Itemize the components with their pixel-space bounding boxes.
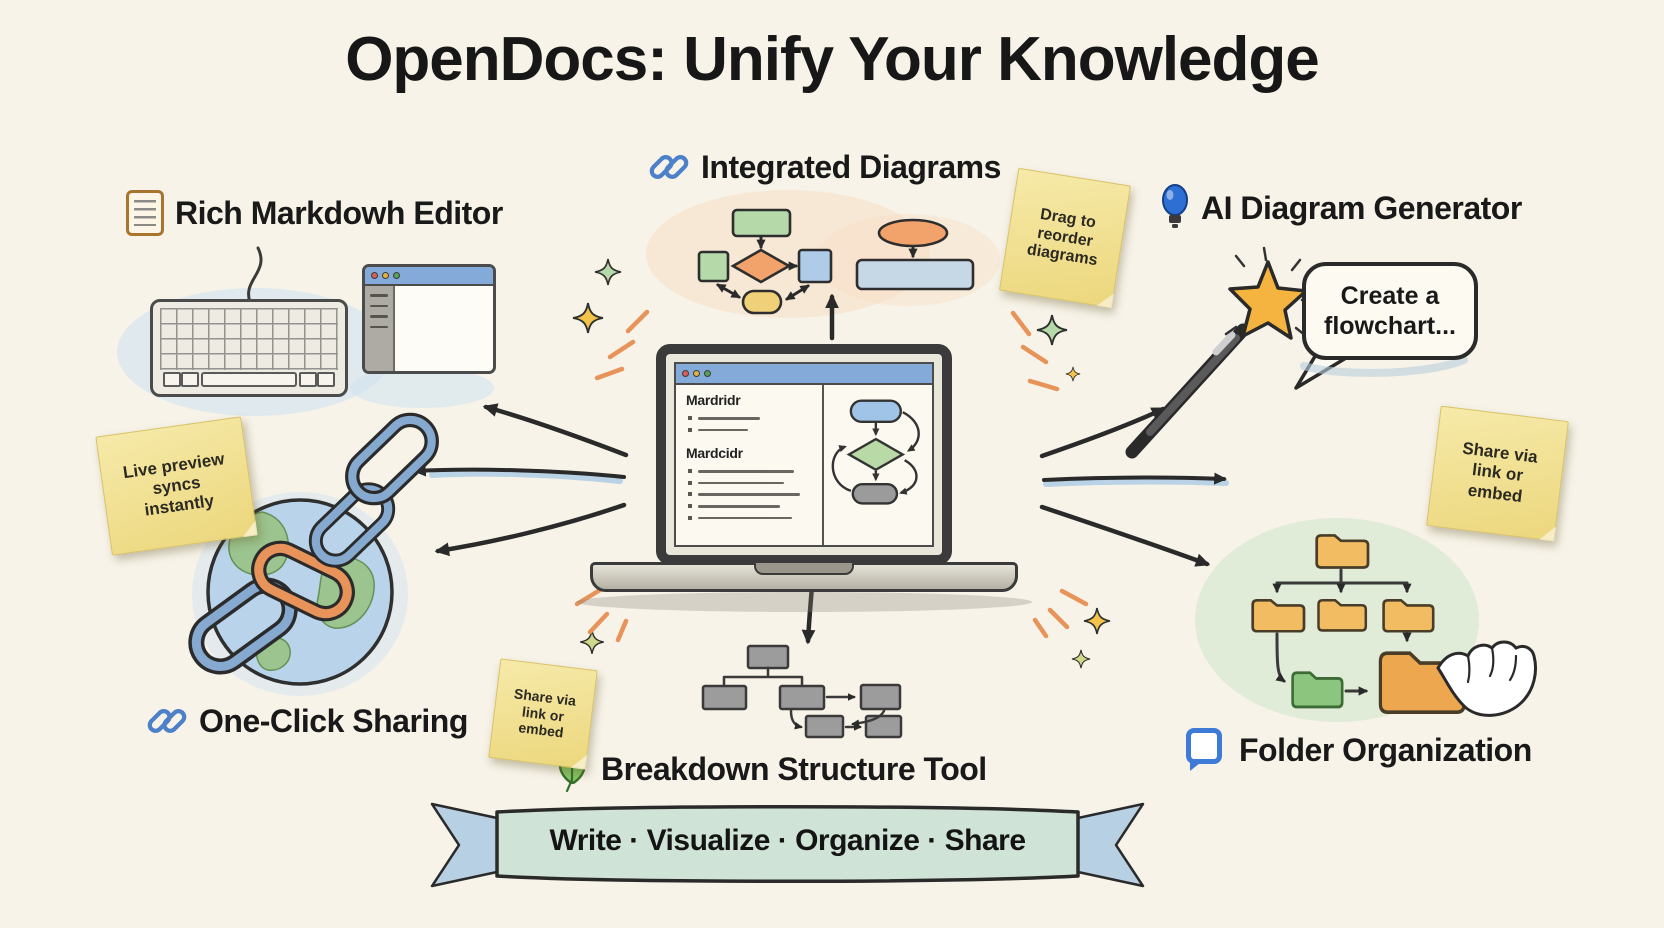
comment-square-tail xyxy=(1190,763,1200,771)
keyboard-cable xyxy=(247,246,263,304)
ribbon-banner xyxy=(430,802,1145,888)
sticky-note-share-left: Share via link or embed xyxy=(488,658,598,770)
markdown-heading: Mardcidr xyxy=(686,445,743,462)
keyboard-key xyxy=(299,372,317,387)
markdown-line xyxy=(688,469,794,473)
laptop-notch xyxy=(754,563,854,575)
sticky-note-share-right: Share via link or embed xyxy=(1426,405,1569,542)
laptop-shadow xyxy=(576,592,1032,612)
traffic-light-red-icon xyxy=(682,370,689,377)
feature-text: Breakdown Structure Tool xyxy=(601,750,987,787)
globe-chain-illustration xyxy=(187,411,441,686)
editor-window-sidebar xyxy=(365,286,395,371)
document-icon xyxy=(126,190,164,236)
feature-label-integrated-diagrams: Integrated Diagrams xyxy=(648,146,1001,188)
link-icon xyxy=(147,709,187,733)
keyboard-key xyxy=(163,372,181,387)
markdown-line xyxy=(688,427,748,432)
keyboard-key xyxy=(181,372,199,387)
laptop-illustration: Mardridr Mardcidr xyxy=(656,344,952,565)
feature-label-breakdown-tool: Breakdown Structure Tool xyxy=(554,746,987,792)
laptop-titlebar xyxy=(676,364,932,385)
hand-illustration xyxy=(1436,640,1537,717)
traffic-light-red-icon xyxy=(371,272,378,279)
feature-text: Rich Markdowh Editor xyxy=(175,194,503,231)
orange-dashes xyxy=(574,309,1089,643)
keyboard-illustration xyxy=(150,299,348,397)
ai-speech-bubble: Create a flowchart... xyxy=(1302,262,1478,360)
magic-wand-star xyxy=(1125,246,1316,459)
markdown-line xyxy=(688,515,792,520)
feature-text: AI Diagram Generator xyxy=(1201,189,1522,226)
breakdown-structure-chart xyxy=(701,644,903,739)
lightbulb-icon xyxy=(1162,184,1188,228)
comment-square-icon xyxy=(1186,728,1228,772)
link-icon xyxy=(649,155,689,179)
keyboard-keys xyxy=(160,308,338,370)
poster-title: OpenDocs: Unify Your Knowledge xyxy=(345,25,1320,94)
feature-label-markdown-editor: Rich Markdowh Editor xyxy=(126,190,503,236)
markdown-heading: Mardridr xyxy=(686,392,741,408)
markdown-line xyxy=(688,492,800,496)
traffic-light-green-icon xyxy=(704,370,711,377)
feature-text: Folder Organization xyxy=(1239,731,1532,768)
keyboard-key xyxy=(317,372,335,387)
sticky-note-drag-reorder: Drag to reorder diagrams xyxy=(999,167,1131,309)
markdown-line xyxy=(688,480,784,485)
laptop-flowchart xyxy=(832,399,921,505)
feature-label-one-click-sharing: One-Click Sharing xyxy=(146,700,468,742)
radiating-arrows xyxy=(412,293,1229,645)
banner-text: Write · Visualize · Organize · Share xyxy=(549,824,1026,857)
editor-window-titlebar xyxy=(365,267,493,286)
feature-text: One-Click Sharing xyxy=(199,702,468,739)
feature-label-folder-organization: Folder Organization xyxy=(1186,728,1532,772)
integrated-diagrams-flowchart xyxy=(697,208,975,315)
laptop-base xyxy=(590,562,1018,592)
markdown-line xyxy=(688,504,780,508)
sticky-note-live-preview: Live preview syncs instantly xyxy=(95,416,258,556)
traffic-light-yellow-icon xyxy=(382,272,389,279)
comment-square-box xyxy=(1186,728,1222,764)
speech-bubble-shade xyxy=(1300,356,1468,377)
traffic-light-green-icon xyxy=(393,272,400,279)
laptop-window: Mardridr Mardcidr xyxy=(674,362,934,547)
laptop-markdown-pane: Mardridr Mardcidr xyxy=(676,385,824,545)
editor-window-illustration xyxy=(362,264,496,374)
keyboard-spacebar xyxy=(201,372,297,387)
feature-label-ai-generator: AI Diagram Generator xyxy=(1160,184,1522,232)
document-icon-lines xyxy=(134,200,156,226)
markdown-line xyxy=(688,416,760,420)
traffic-light-yellow-icon xyxy=(693,370,700,377)
laptop-preview-pane xyxy=(822,385,932,545)
feature-text: Integrated Diagrams xyxy=(701,148,1001,185)
folder-organization-chart xyxy=(1251,534,1537,717)
